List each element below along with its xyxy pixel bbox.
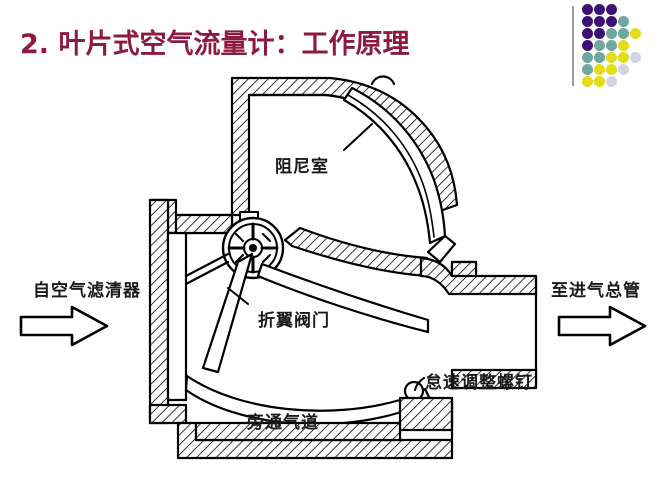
lower-right-housing-block (398, 396, 454, 432)
dot-teal (606, 40, 617, 51)
dot-yellow (594, 76, 605, 87)
dot-row (582, 52, 642, 64)
dot-purple (606, 16, 617, 27)
upper-right-housing (283, 226, 429, 278)
dot-row (582, 76, 642, 88)
vane-brace (184, 252, 230, 286)
dot-yellow (594, 64, 605, 75)
dot-row (582, 28, 642, 40)
leader-line-flap (227, 287, 249, 305)
dot-teal (582, 52, 593, 63)
label-flap-valve: 折翼阀门 (258, 311, 330, 331)
dot-row (582, 16, 642, 28)
damper-arc-plate (342, 86, 447, 245)
outlet-duct (419, 256, 538, 390)
dot-yellow (582, 76, 593, 87)
dot-purple (582, 28, 593, 39)
flap-valve-secondary-arm (256, 262, 430, 334)
dot-lavender (630, 52, 641, 63)
damper-stop-knob (370, 75, 396, 86)
dot-yellow (618, 52, 629, 63)
leader-line-damping (343, 123, 373, 151)
outlet-flow-arrow-icon (557, 305, 647, 347)
dot-purple (594, 4, 605, 15)
dot-lavender (618, 64, 629, 75)
dot-grid-decoration (572, 4, 664, 90)
label-bypass-passage: 旁通气道 (247, 413, 319, 433)
dot-teal (606, 28, 617, 39)
dot-row (582, 64, 642, 76)
dot-yellow (606, 64, 617, 75)
dot-grid (582, 4, 642, 88)
label-idle-adjust-screw: 怠速调整螺钉 (425, 373, 533, 393)
dot-purple (582, 16, 593, 27)
dot-row (582, 40, 642, 52)
dot-teal (594, 40, 605, 51)
bottom-housing-wall (148, 403, 454, 460)
dot-purple (594, 28, 605, 39)
dot-purple (594, 16, 605, 27)
dot-teal (594, 52, 605, 63)
label-damping-chamber: 阻尼室 (275, 157, 329, 177)
dot-yellow (606, 52, 617, 63)
dot-purple (582, 40, 593, 51)
upper-housing-bar (174, 213, 234, 235)
dot-teal (582, 64, 593, 75)
page-title: 2. 叶片式空气流量计：工作原理 (20, 29, 410, 60)
label-to-intake-manifold: 至进气总管 (551, 281, 641, 301)
dot-yellow (618, 40, 629, 51)
vertical-rule-divider (572, 6, 574, 86)
dot-row (582, 4, 642, 16)
damper-linkage (426, 234, 457, 264)
label-from-air-filter: 自空气滤清器 (33, 281, 141, 301)
dot-purple (606, 4, 617, 15)
dot-teal (618, 16, 629, 27)
dot-lavender (606, 76, 617, 87)
dot-purple (582, 4, 593, 15)
leader-line-idle-screw (414, 377, 425, 391)
dot-yellow (630, 28, 641, 39)
dot-teal (618, 28, 629, 39)
inlet-flow-arrow-icon (19, 305, 109, 347)
flap-valve-vane (201, 252, 254, 374)
